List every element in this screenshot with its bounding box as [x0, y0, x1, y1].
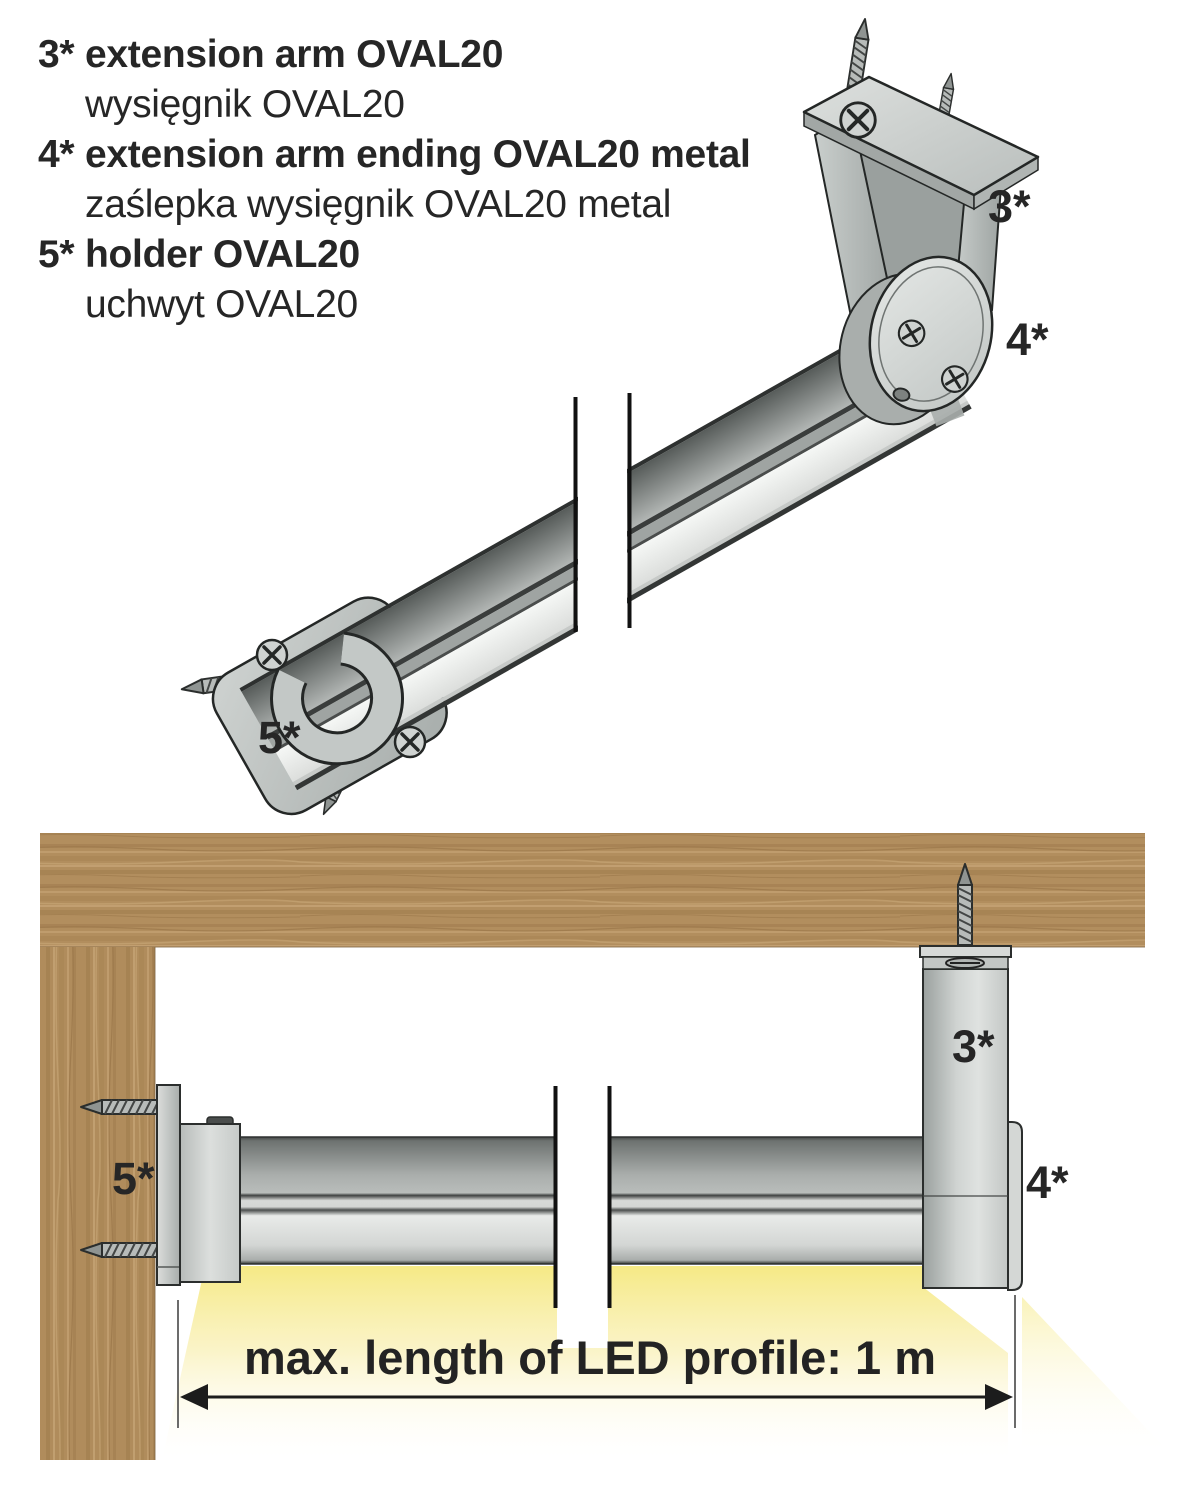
- light-beam: [162, 1266, 1008, 1460]
- label-extension-arm: 3*: [988, 181, 1031, 232]
- legend-line-pl: wysięgnik OVAL20: [85, 83, 405, 126]
- label-arm-ending: 4*: [1026, 1157, 1069, 1208]
- label-holder: 5*: [112, 1153, 155, 1204]
- break-lines-bottom: [553, 1086, 612, 1348]
- wood-shelf-board: [40, 833, 1145, 947]
- legend-item-number: 4*: [38, 133, 75, 176]
- holder-screw-icon: [80, 1242, 163, 1258]
- bottom-illustration: max. length of LED profile: 1 m 5* 3* 4*: [40, 833, 1165, 1460]
- phillips-screw-icon: [841, 103, 876, 138]
- legend-line-en: 5*holder OVAL20: [38, 230, 758, 280]
- legend-item-number: 5*: [38, 233, 75, 276]
- holder-screw-icon: [80, 1099, 163, 1115]
- phillips-screw-icon: [393, 725, 427, 759]
- holder-side: [156, 1084, 241, 1286]
- light-beam-right: [1022, 1297, 1165, 1448]
- legend-line-pl: zaślepka wysięgnik OVAL20 metal: [85, 183, 672, 226]
- arm-screw-icon: [957, 863, 973, 946]
- legend-line-en: 3*extension arm OVAL20: [38, 30, 758, 80]
- holder-ring: [270, 631, 405, 766]
- dimension: max. length of LED profile: 1 m: [177, 1295, 1016, 1428]
- dimension-label: max. length of LED profile: 1 m: [244, 1331, 936, 1384]
- wood-post: [40, 947, 155, 1460]
- legend-item-label-en: extension arm OVAL20: [85, 33, 504, 76]
- arm-ending-plate: [1007, 1121, 1023, 1291]
- extension-arm-side: [919, 945, 1012, 1289]
- legend: 3*extension arm OVAL20 wysięgnik OVAL20 …: [38, 30, 758, 330]
- legend-line-pl: uchwyt OVAL20: [85, 283, 358, 326]
- label-holder: 5*: [258, 712, 301, 763]
- top-illustration: 3* 4* 5*: [179, 17, 1049, 818]
- arrowhead-right-icon: [985, 1384, 1013, 1410]
- end-cap: [838, 255, 994, 427]
- label-extension-arm: 3*: [952, 1021, 995, 1072]
- legend-item-label-en: extension arm ending OVAL20 metal: [85, 133, 751, 176]
- label-arm-ending: 4*: [1006, 314, 1049, 365]
- legend-item-label-en: holder OVAL20: [85, 233, 360, 276]
- break-lines-top: [573, 348, 632, 682]
- legend-line-en: 4*extension arm ending OVAL20 metal: [38, 130, 758, 180]
- phillips-screw-icon: [255, 638, 289, 672]
- arrowhead-left-icon: [180, 1384, 208, 1410]
- legend-item-number: 3*: [38, 33, 75, 76]
